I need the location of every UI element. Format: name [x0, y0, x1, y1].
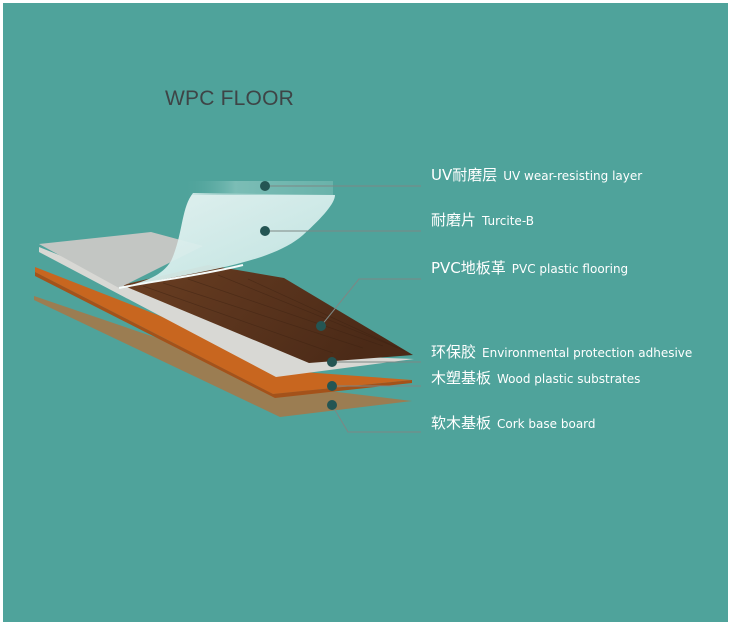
layer-stack-diagram: [34, 181, 421, 433]
layer-label-turcite: 耐磨片 Turcite-B: [431, 209, 534, 230]
layer-label-uv: UV耐磨层 UV wear-resisting layer: [431, 164, 642, 185]
layer-label-en: Cork base board: [497, 417, 596, 431]
leader-line-cork: [331, 404, 421, 433]
layer-label-en: PVC plastic flooring: [511, 262, 629, 276]
wood-plastic-edge: [35, 272, 412, 398]
leader-dot-uv: [260, 181, 270, 191]
layer-label-cn: UV耐磨层: [431, 166, 498, 184]
leader-dot-wood-plastic: [327, 381, 337, 391]
leader-dot-cork: [327, 400, 337, 410]
pvc-flooring-layer: [122, 265, 413, 363]
leader-line-pvc: [320, 278, 421, 327]
layer-label-en: Environmental protection adhesive: [482, 346, 693, 360]
layer-label-en: Turcite-B: [482, 214, 534, 228]
film-edge-highlight: [118, 264, 244, 289]
diagram-canvas: WPC FLOOR UV耐磨层 UV wear-resisting layer 耐…: [3, 3, 728, 622]
layer-label-en: UV wear-resisting layer: [503, 169, 643, 183]
leader-dot-adhesive: [327, 357, 337, 367]
leader-dot-turcite: [260, 226, 270, 236]
layer-label-wood-plastic: 木塑基板 Wood plastic substrates: [431, 367, 640, 388]
layer-label-cn: PVC地板革: [431, 259, 506, 277]
layer-label-cn: 软木基板: [431, 414, 492, 432]
layer-label-cn: 木塑基板: [431, 369, 492, 387]
layer-label-en: Wood plastic substrates: [497, 372, 641, 386]
wood-plastic-layer: [35, 267, 412, 394]
wear-sheet-layer: [39, 232, 203, 288]
layer-label-cn: 耐磨片: [431, 211, 477, 229]
uv-layer: [183, 181, 333, 195]
leader-dot-pvc: [316, 321, 326, 331]
diagram-title: WPC FLOOR: [165, 87, 294, 110]
layer-label-pvc: PVC地板革 PVC plastic flooring: [431, 257, 628, 278]
wood-grain: [142, 274, 406, 354]
cork-base-layer: [34, 296, 412, 417]
layer-label-adhesive: 环保胶 Environmental protection adhesive: [431, 341, 692, 362]
layer-label-cork: 软木基板 Cork base board: [431, 412, 596, 433]
turcite-film: [119, 193, 335, 288]
layer-label-cn: 环保胶: [431, 343, 477, 361]
